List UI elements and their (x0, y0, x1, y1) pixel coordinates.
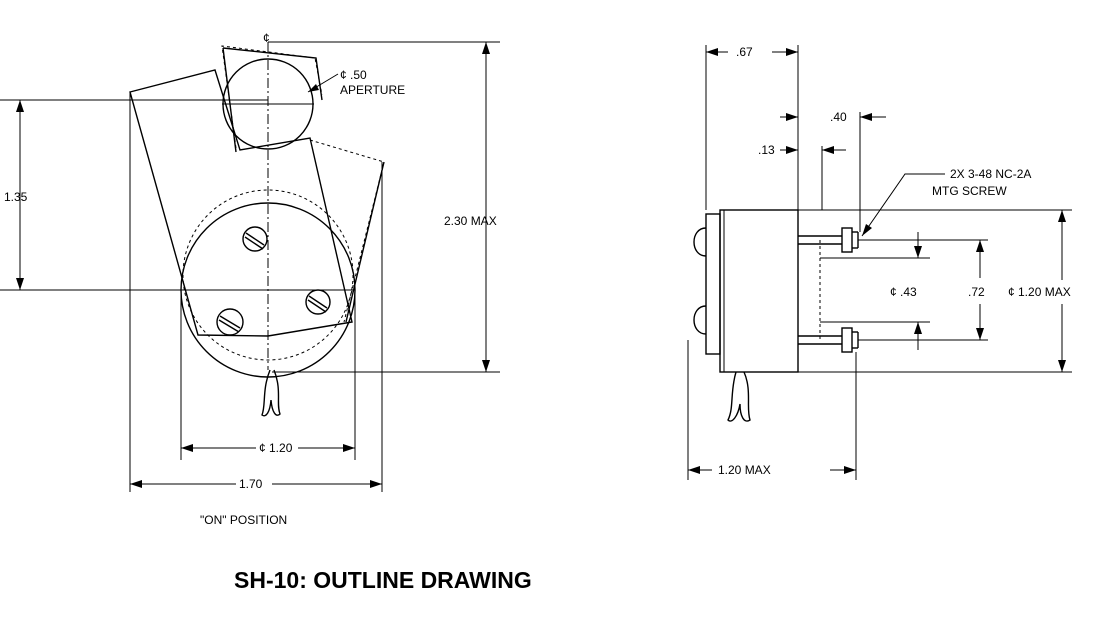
housing-dashed-wing (309, 139, 385, 323)
screw-leader (861, 173, 945, 237)
rivet-bottom (693, 305, 707, 335)
dim-label-43: ¢ .43 (890, 285, 917, 299)
dim-label-40: .40 (830, 110, 847, 124)
rivet-top (693, 227, 707, 257)
shutter-blade-top-edge (222, 47, 323, 101)
screw-top (242, 226, 268, 252)
dim-label-outer-width: 1.70 (239, 477, 263, 491)
dim-label-bottom-width: 1.20 MAX (718, 463, 771, 477)
screw-right (305, 289, 331, 315)
front-view-caption: "ON" POSITION (200, 513, 287, 527)
screw-label-1: 2X 3-48 NC-2A (950, 167, 1031, 181)
dim-label-230-max: 2.30 MAX (444, 214, 497, 228)
side-view: .67 .40 .13 2X 3-48 NC-2A MTG SCREW ¢ .4… (687, 45, 1072, 480)
lead-wires (261, 369, 281, 417)
dim-label-13: .13 (758, 143, 775, 157)
dim-label-120-max: ¢ 1.20 MAX (1008, 285, 1071, 299)
aperture-word: APERTURE (340, 83, 405, 97)
side-body (719, 209, 799, 373)
mounting-plate (705, 213, 721, 355)
front-centerline-symbol: ¢ (263, 31, 270, 45)
mtg-screw-bottom (798, 327, 859, 353)
screw-label-2: MTG SCREW (932, 184, 1007, 198)
dim-label-135: 1.35 (4, 190, 28, 204)
side-lead-wires (727, 371, 751, 422)
dim-label-inner-width: ¢ 1.20 (259, 441, 293, 455)
shutter-blade-upper (221, 45, 323, 149)
housing-wing-edge (345, 161, 385, 323)
mtg-screw-top (798, 227, 859, 253)
shutter-housing (129, 69, 353, 337)
dim-label-67: .67 (736, 45, 753, 59)
drawing-title: SH-10: OUTLINE DRAWING (234, 567, 532, 593)
dim-label-72: .72 (968, 285, 985, 299)
aperture-label: ¢ .50 (340, 68, 367, 82)
front-view: ¢ ¢ .50 APERTURE 1.35 2.30 MAX ¢ 1.20 1.… (0, 31, 500, 527)
screw-left (216, 308, 244, 336)
body-circle-dashed (182, 189, 354, 361)
